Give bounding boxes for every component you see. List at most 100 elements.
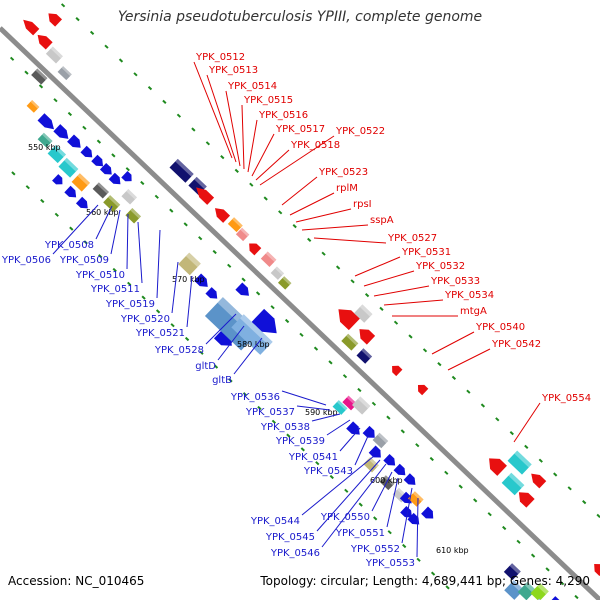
gene-highlight [346,333,359,346]
gene-feature [407,512,420,525]
tick-mark [437,361,442,367]
gene-feature [52,174,63,185]
tick-mark [67,111,73,117]
gene-feature [37,113,55,130]
gene-label: YPK_0552 [350,544,400,555]
gene-feature [178,252,201,276]
gene-body [372,432,389,449]
gene-body [408,491,424,507]
gene-feature [91,154,104,167]
gene-highlight [361,348,373,359]
tick-mark [286,433,291,438]
leader-line [241,104,245,170]
gene-highlight [77,173,91,186]
gene-arrow [399,491,412,504]
tick-mark [53,98,58,103]
leader-line [301,455,375,516]
leader-line [447,348,491,371]
gene-body [504,580,524,600]
tick-mark [162,99,167,105]
gene-label: YPK_0528 [154,345,204,356]
tick-mark [458,484,463,489]
gene-body [379,475,395,491]
gene-label: YPK_0523 [318,167,368,178]
gene-label: YPK_0534 [444,290,494,301]
gene-feature [270,266,285,280]
gene-label: YPK_0542 [491,339,541,350]
tick-mark [255,291,261,296]
leader-line [363,270,415,287]
leader-line [354,256,401,277]
gene-feature [103,195,121,213]
gene-arrow [196,187,215,205]
gene-label: YPK_0518 [290,140,340,151]
gene-feature [235,227,250,242]
leader-line [171,261,179,314]
tick-mark [176,113,182,118]
gene-feature [507,450,532,475]
gene-highlight [240,314,273,346]
gene-feature [53,124,69,139]
gene-body [121,189,137,205]
kbp-position-label: 550 kbp [28,143,61,152]
tick-mark [96,139,102,144]
gene-body [341,333,359,351]
leader-line [156,229,161,299]
gene-feature [26,100,40,113]
tick-mark [112,267,117,273]
gene-body [342,395,358,411]
gene-highlight [175,158,194,177]
tick-mark [9,56,15,61]
tick-mark [69,226,74,231]
gene-label: YPK_0554 [541,393,591,404]
tick-mark [104,44,109,49]
gene-feature [356,348,373,364]
gene-feature [362,425,375,438]
gene-features [23,13,600,600]
gene-label: YPK_0520 [120,314,170,325]
tick-mark [127,281,132,286]
gene-label: YPK_0509 [59,255,109,266]
kbp-position-label: 570 kbp [172,275,205,284]
gene-body [277,276,292,290]
leader-line [383,299,444,306]
gene-feature [547,596,561,600]
tick-mark [386,415,391,420]
gene-feature [37,132,53,148]
gene-feature [368,445,381,458]
gene-feature [169,158,194,183]
leader-line [339,427,361,452]
gene-highlight [282,276,292,286]
gene-feature [121,189,137,205]
tick-mark [371,401,377,406]
leader-line [326,419,351,436]
gene-feature [393,463,406,476]
gene-feature [518,492,535,508]
gene-label: YPK_0538 [260,422,310,433]
gene-arrow [400,506,412,518]
tick-mark [82,125,87,130]
gene-label: rplM [336,183,358,194]
gene-feature [531,473,547,489]
gene-feature [121,170,132,182]
leader-line [52,204,99,255]
gene-label: gltD [195,361,216,372]
gene-body [169,158,194,183]
gene-arrow [108,172,121,185]
gene-feature [383,454,396,466]
tick-mark [516,539,521,544]
tick-mark [25,185,30,190]
gene-highlight [357,396,371,409]
tick-mark [242,392,248,397]
tick-mark [60,3,66,8]
gene-label: YPK_0516 [258,110,308,121]
tick-mark [118,58,124,63]
gene-label: rpsI [353,199,372,210]
gene-arrow [417,384,429,396]
tick-mark [270,305,275,310]
gene-feature [338,309,360,331]
leader-line [301,224,369,231]
gene-label: YPK_0539 [275,436,325,447]
tick-mark [416,557,421,562]
